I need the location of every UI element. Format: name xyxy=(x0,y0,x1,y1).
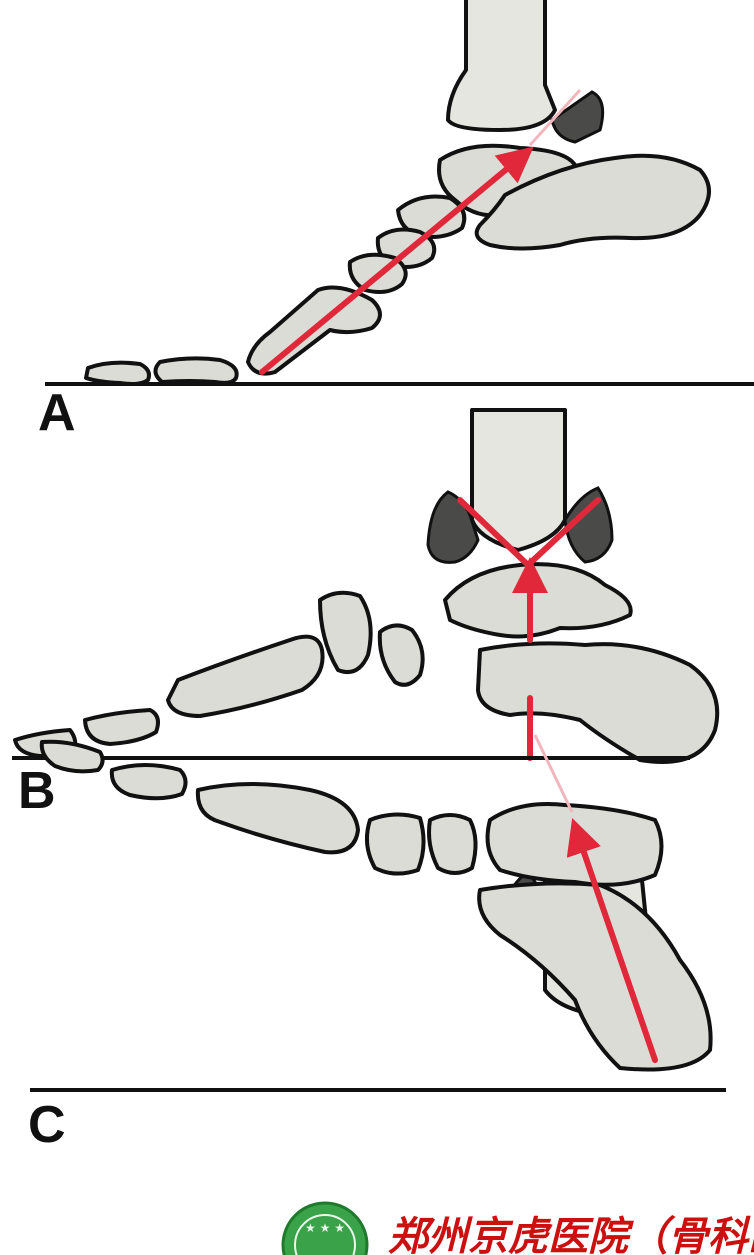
proximal-phalanx-c xyxy=(112,765,186,798)
hospital-seal-icon: ★ ★ ★ xyxy=(283,1203,367,1255)
force-line-a xyxy=(262,158,520,372)
talus-b xyxy=(445,564,631,636)
force-line-c-ext xyxy=(535,735,572,812)
proximal-phalanx-b xyxy=(85,710,158,744)
navicular-c xyxy=(429,815,476,873)
tibia-b xyxy=(472,410,565,550)
cuneiform-b xyxy=(320,593,371,672)
distal-phalanx-a xyxy=(86,363,149,384)
panel-a: A xyxy=(38,0,754,442)
tibia-a xyxy=(448,0,555,130)
talus-c xyxy=(488,804,662,885)
panel-label-b: B xyxy=(18,762,56,820)
panel-c: C xyxy=(28,735,726,1154)
panel-label-a: A xyxy=(38,384,76,442)
watermark-text: 郑州京虎医院（骨科医院 xyxy=(388,1213,754,1255)
calcaneus-b xyxy=(478,643,717,762)
calcaneus-c xyxy=(479,883,710,1069)
panel-label-c: C xyxy=(28,1096,66,1154)
panel-b: B xyxy=(12,410,717,820)
svg-text:★ ★ ★: ★ ★ ★ xyxy=(305,1221,345,1235)
navicular-b xyxy=(380,625,423,684)
cuneiform-c xyxy=(367,814,424,873)
malleolus-a xyxy=(552,92,603,142)
proximal-phalanx-a xyxy=(155,358,236,383)
metatarsal-c xyxy=(198,784,358,852)
metatarsal-b xyxy=(168,637,323,716)
watermark: ★ ★ ★ 郑州京虎医院（骨科医院 xyxy=(283,1203,754,1255)
